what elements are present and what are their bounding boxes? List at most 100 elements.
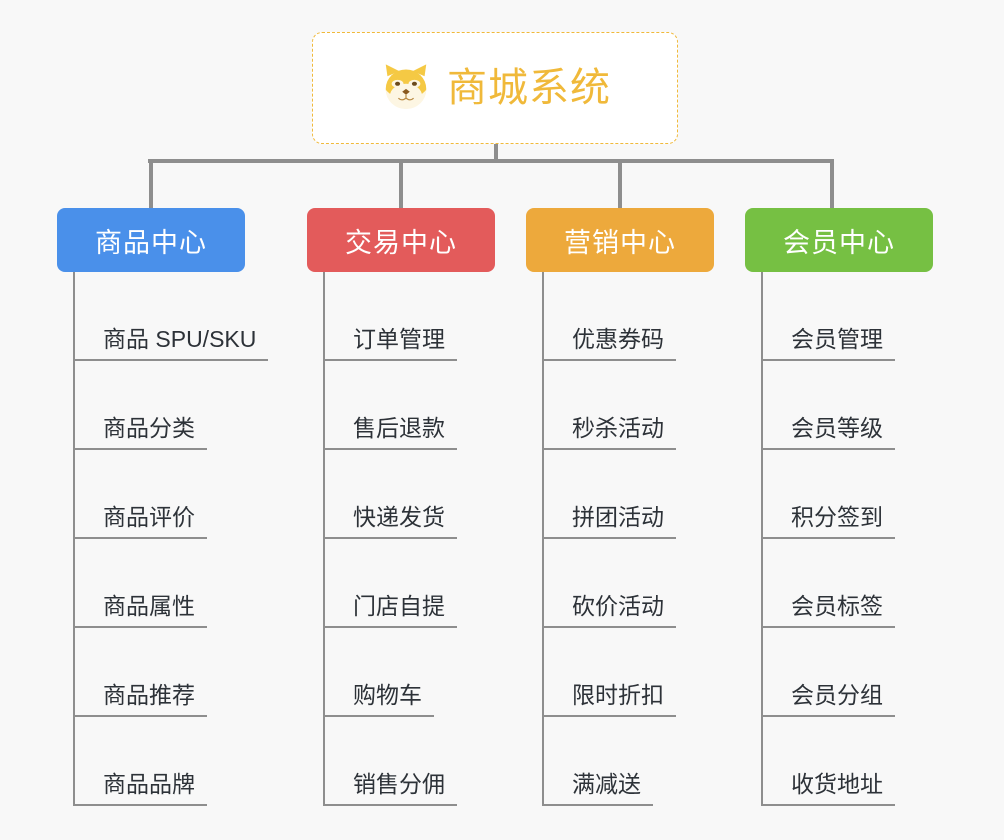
leaf-underline: 商品评价	[73, 503, 207, 539]
leaf-label: 满减送	[572, 770, 641, 797]
leaf-label: 会员分组	[791, 681, 883, 708]
leaf-item[interactable]: 订单管理	[307, 272, 495, 361]
leaf-item[interactable]: 购物车	[307, 628, 495, 717]
category-column-member-center: 会员中心会员管理会员等级积分签到会员标签会员分组收货地址	[745, 208, 933, 806]
leaf-list-product-center: 商品 SPU/SKU 商品分类商品评价商品属性商品推荐商品品牌	[57, 272, 269, 806]
category-title: 商品中心	[95, 227, 207, 258]
leaf-underline: 销售分佣	[323, 770, 457, 806]
leaf-underline: 订单管理	[323, 325, 457, 361]
root-node-shop-system[interactable]: 商城系统	[312, 32, 678, 144]
leaf-label: 会员等级	[791, 414, 883, 441]
leaf-item[interactable]: 会员标签	[745, 539, 933, 628]
leaf-underline: 砍价活动	[542, 592, 676, 628]
leaf-item[interactable]: 商品品牌	[57, 717, 245, 806]
category-title: 交易中心	[345, 227, 457, 258]
leaf-item[interactable]: 商品分类	[57, 361, 245, 450]
leaf-item[interactable]: 商品属性	[57, 539, 245, 628]
leaf-underline: 快递发货	[323, 503, 457, 539]
leaf-label: 商品属性	[103, 592, 195, 619]
root-title: 商城系统	[447, 66, 611, 110]
connector-bus	[148, 159, 834, 163]
leaf-underline: 秒杀活动	[542, 414, 676, 450]
connector-drop-1	[399, 159, 403, 209]
leaf-spine	[73, 272, 75, 806]
leaf-item[interactable]: 会员等级	[745, 361, 933, 450]
leaf-underline: 会员等级	[761, 414, 895, 450]
leaf-label: 积分签到	[791, 503, 883, 530]
leaf-item[interactable]: 收货地址	[745, 717, 933, 806]
leaf-label: 商品 SPU/SKU	[103, 325, 257, 352]
leaf-label: 会员标签	[791, 592, 883, 619]
leaf-item[interactable]: 售后退款	[307, 361, 495, 450]
leaf-underline: 收货地址	[761, 770, 895, 806]
leaf-label: 秒杀活动	[572, 414, 664, 441]
connector-root-stem	[494, 144, 498, 162]
leaf-list-member-center: 会员管理会员等级积分签到会员标签会员分组收货地址	[745, 272, 933, 806]
leaf-item[interactable]: 秒杀活动	[526, 361, 714, 450]
leaf-item[interactable]: 快递发货	[307, 450, 495, 539]
leaf-label: 快递发货	[353, 503, 445, 530]
leaf-underline: 商品品牌	[73, 770, 207, 806]
leaf-underline: 会员管理	[761, 325, 895, 361]
leaf-label: 收货地址	[791, 770, 883, 797]
leaf-label: 商品推荐	[103, 681, 195, 708]
leaf-spine	[761, 272, 763, 806]
connector-drop-2	[618, 159, 622, 209]
leaf-label: 商品评价	[103, 503, 195, 530]
leaf-item[interactable]: 砍价活动	[526, 539, 714, 628]
leaf-label: 商品品牌	[103, 770, 195, 797]
leaf-label: 限时折扣	[572, 681, 664, 708]
leaf-underline: 限时折扣	[542, 681, 676, 717]
leaf-item[interactable]: 会员管理	[745, 272, 933, 361]
leaf-label: 门店自提	[353, 592, 445, 619]
category-header-member-center[interactable]: 会员中心	[745, 208, 933, 272]
leaf-item[interactable]: 门店自提	[307, 539, 495, 628]
leaf-label: 优惠券码	[572, 325, 664, 352]
leaf-item[interactable]: 商品 SPU/SKU	[57, 272, 269, 361]
leaf-label: 拼团活动	[572, 503, 664, 530]
leaf-spine	[542, 272, 544, 806]
leaf-item[interactable]: 销售分佣	[307, 717, 495, 806]
leaf-list-marketing-center: 优惠券码秒杀活动拼团活动砍价活动限时折扣满减送	[526, 272, 714, 806]
category-column-product-center: 商品中心商品 SPU/SKU 商品分类商品评价商品属性商品推荐商品品牌	[57, 208, 269, 806]
leaf-item[interactable]: 限时折扣	[526, 628, 714, 717]
leaf-label: 销售分佣	[353, 770, 445, 797]
leaf-item[interactable]: 会员分组	[745, 628, 933, 717]
leaf-underline: 优惠券码	[542, 325, 676, 361]
category-column-trade-center: 交易中心订单管理售后退款快递发货门店自提购物车销售分佣	[307, 208, 495, 806]
leaf-item[interactable]: 满减送	[526, 717, 714, 806]
leaf-underline: 购物车	[323, 681, 434, 717]
leaf-item[interactable]: 积分签到	[745, 450, 933, 539]
leaf-label: 购物车	[353, 681, 422, 708]
leaf-label: 会员管理	[791, 325, 883, 352]
leaf-underline: 门店自提	[323, 592, 457, 628]
leaf-label: 砍价活动	[572, 592, 664, 619]
leaf-underline: 会员标签	[761, 592, 895, 628]
leaf-underline: 会员分组	[761, 681, 895, 717]
leaf-underline: 拼团活动	[542, 503, 676, 539]
category-title: 会员中心	[783, 227, 895, 258]
shiba-dog-face-icon	[379, 61, 433, 115]
leaf-label: 订单管理	[353, 325, 445, 352]
leaf-underline: 商品属性	[73, 592, 207, 628]
leaf-item[interactable]: 商品推荐	[57, 628, 245, 717]
connector-drop-0	[149, 159, 153, 209]
leaf-underline: 满减送	[542, 770, 653, 806]
leaf-underline: 商品分类	[73, 414, 207, 450]
leaf-underline: 积分签到	[761, 503, 895, 539]
leaf-underline: 商品推荐	[73, 681, 207, 717]
leaf-spine	[323, 272, 325, 806]
leaf-list-trade-center: 订单管理售后退款快递发货门店自提购物车销售分佣	[307, 272, 495, 806]
leaf-underline: 售后退款	[323, 414, 457, 450]
leaf-item[interactable]: 商品评价	[57, 450, 245, 539]
leaf-item[interactable]: 优惠券码	[526, 272, 714, 361]
category-header-trade-center[interactable]: 交易中心	[307, 208, 495, 272]
leaf-label: 商品分类	[103, 414, 195, 441]
leaf-label: 售后退款	[353, 414, 445, 441]
leaf-item[interactable]: 拼团活动	[526, 450, 714, 539]
category-title: 营销中心	[564, 227, 676, 258]
category-header-marketing-center[interactable]: 营销中心	[526, 208, 714, 272]
category-header-product-center[interactable]: 商品中心	[57, 208, 245, 272]
category-column-marketing-center: 营销中心优惠券码秒杀活动拼团活动砍价活动限时折扣满减送	[526, 208, 714, 806]
